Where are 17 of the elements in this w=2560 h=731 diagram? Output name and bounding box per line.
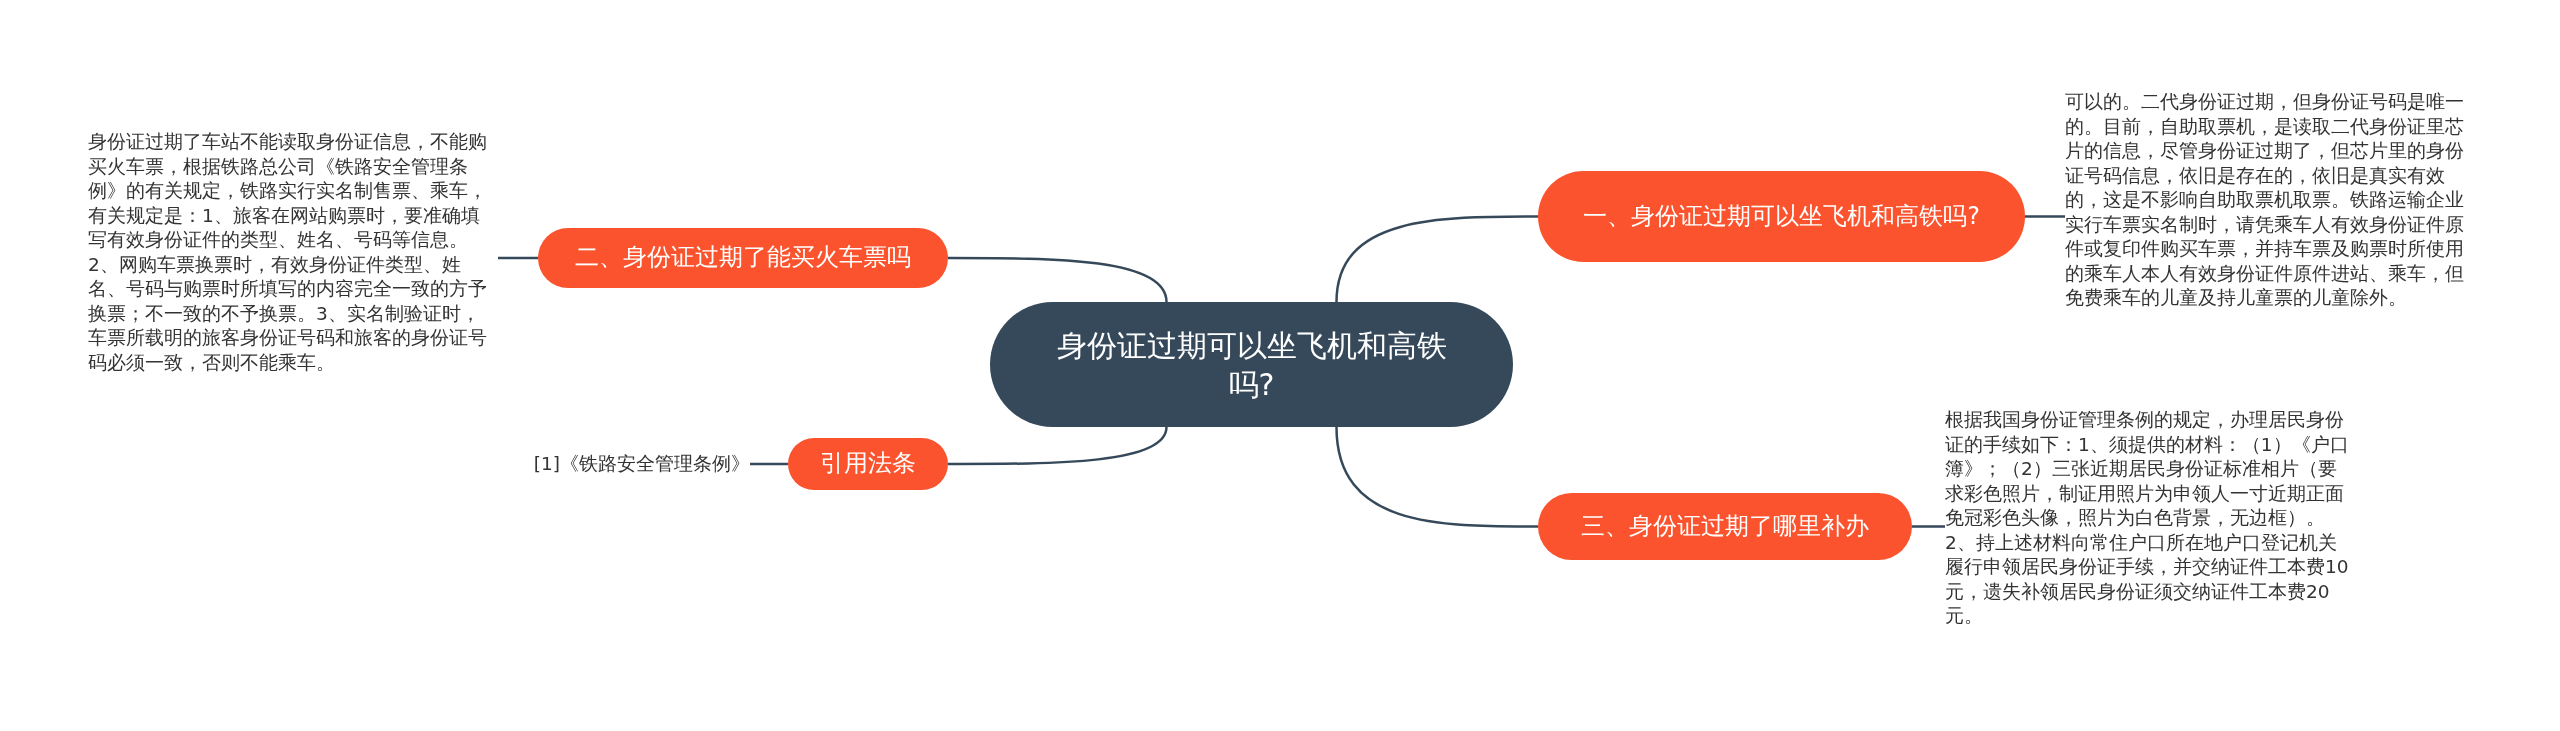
note-text: 根据我国身份证管理条例的规定，办理居民身份证的手续如下：1、须提供的材料：（1）《户口簿》；（2）三张近期居民身份证标准相片（要求彩色照片，制证用照片为申领人一寸近期正面免冠彩色头像，照片为白色背景，无边框）。2、持上述材料向常住户口所在地户口登记机关履行申领居民身份证手续，并交纳证件工本费10元，遗失补领居民身份证须交纳证件工本费20元。 [1945, 408, 2355, 629]
branch-topic: 三、身份证过期了哪里补办 [1538, 493, 1912, 560]
central-topic: 身份证过期可以坐飞机和高铁吗? [990, 302, 1513, 427]
connector-line [948, 426, 1168, 466]
note-text: 可以的。二代身份证过期，但身份证号码是唯一的。目前，自助取票机，是读取二代身份证里芯片的信息，尽管身份证过期了，但芯片里的身份证号码信息，依旧是存在的，依旧是真实有效的，这是不影响自助取票机取票。铁路运输企业实行车票实名制时，请凭乘车人有效身份证件原件或复印件购买车票，并持车票及购票时所使用的乘车人本人有效身份证件原件进站、乘车，但免费乘车的儿童及持儿童票的儿童除外。 [2065, 90, 2475, 311]
connector-line [750, 462, 788, 466]
branch-topic: 二、身份证过期了能买火车票吗 [538, 228, 948, 288]
note-text: [1]《铁路安全管理条例》 [518, 452, 750, 477]
connector-line [2025, 215, 2065, 218]
connector-line [498, 256, 538, 260]
note-text: 身份证过期了车站不能读取身份证信息，不能购买火车票，根据铁路总公司《铁路安全管理条例》的有关规定，铁路实行实名制售票、乘车，有关规定是：1、旅客在网站购票时，要准确填写有效身份证件的类型、姓名、号码等信息。2、网购车票换票时，有效身份证件类型、姓名、号码与购票时所填写的内容完全一致的方予换票；不一致的不予换票。3、实名制验证时，车票所载明的旅客身份证号码和旅客的身份证号码必须一致，否则不能乘车。 [88, 130, 498, 375]
connector-line [1335, 215, 1538, 303]
connector-line [948, 256, 1168, 303]
branch-topic: 一、身份证过期可以坐飞机和高铁吗? [1538, 171, 2025, 262]
branch-topic: 引用法条 [788, 438, 948, 490]
connector-line [1912, 525, 1945, 528]
connector-line [1335, 426, 1538, 528]
